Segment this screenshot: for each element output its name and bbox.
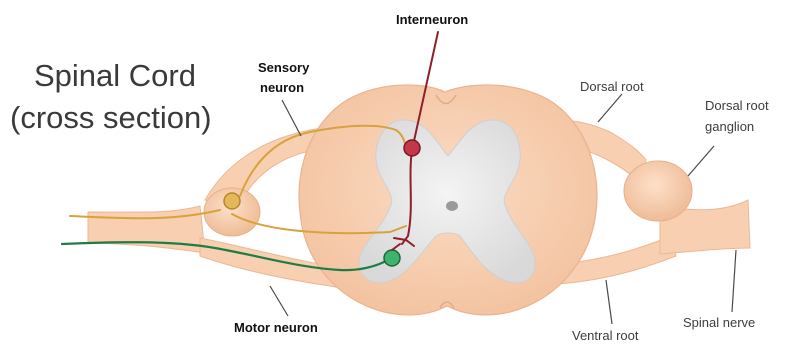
label-dorsal-root: Dorsal root	[580, 79, 644, 94]
central-canal	[446, 201, 458, 211]
motor-neuron-leader	[270, 286, 288, 316]
motor-neuron-cell-body	[384, 250, 400, 266]
label-spinal-nerve: Spinal nerve	[683, 315, 755, 330]
title-line-2: (cross section)	[10, 100, 212, 135]
sensory-neuron-leader	[282, 100, 301, 136]
dorsal-root-ganglion-leader	[688, 146, 714, 176]
label-interneuron: Interneuron	[396, 12, 468, 27]
label-sensory-neuron-1: Sensory	[258, 60, 310, 75]
label-ventral-root: Ventral root	[572, 328, 639, 343]
dorsal-root-leader	[598, 94, 622, 122]
interneuron-cell-body	[404, 140, 420, 156]
label-motor-neuron: Motor neuron	[234, 320, 318, 335]
ventral-root-leader	[606, 280, 612, 324]
right-dorsal-root-ganglion	[624, 161, 692, 221]
left-spinal-nerve	[88, 206, 205, 253]
label-dorsal-root-ganglion-1: Dorsal root	[705, 98, 769, 113]
title-line-1: Spinal Cord	[34, 58, 196, 93]
label-sensory-neuron-2: neuron	[260, 80, 304, 95]
spinal-nerve-leader	[732, 250, 736, 312]
sensory-neuron-cell-body	[224, 193, 240, 209]
label-dorsal-root-ganglion-2: ganglion	[705, 119, 754, 134]
